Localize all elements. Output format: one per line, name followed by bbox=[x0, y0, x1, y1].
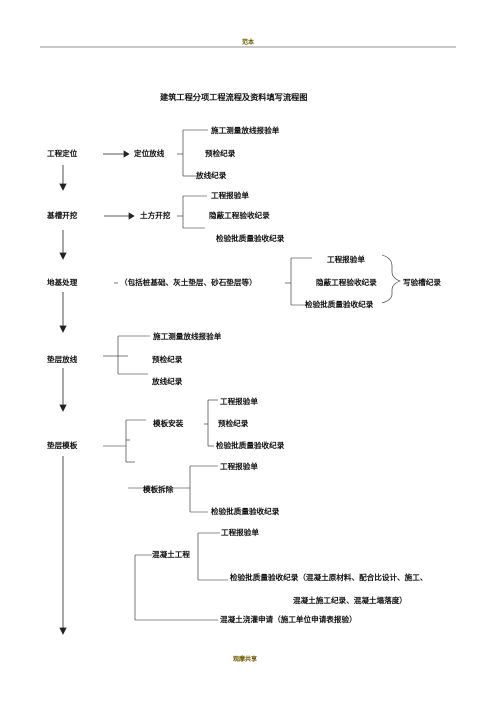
engineering-inspection-form: 工程报验单 bbox=[221, 528, 259, 537]
earthwork-excavation: 土方开挖 bbox=[140, 211, 171, 220]
pre-inspection-record: 预检纪录 bbox=[218, 419, 249, 428]
engineering-inspection-form: 工程报验单 bbox=[220, 397, 258, 406]
step-foundation-treatment: 地基处理 bbox=[47, 278, 78, 287]
setout-record: 放线纪录 bbox=[152, 377, 183, 386]
concealed-work-acceptance-record: 隐蔽工程验收纪录 bbox=[209, 211, 270, 220]
concrete-pouring-application: 混凝土浇灌申请（施工单位申请表报验） bbox=[220, 615, 357, 624]
pre-inspection-record: 预检纪录 bbox=[152, 355, 183, 364]
inspection-lot-quality-record: 检验批质量验收纪录 bbox=[216, 234, 285, 243]
engineering-inspection-form: 工程报验单 bbox=[211, 191, 249, 200]
survey-setout-inspection-form: 施工测量放线报验单 bbox=[153, 332, 222, 341]
concrete-works: 混凝土工程 bbox=[152, 550, 190, 559]
pre-inspection-record: 预检纪录 bbox=[205, 149, 236, 158]
foundation-treatment-note: （包括桩基础、灰土垫层、砂石垫层等） bbox=[120, 278, 257, 287]
survey-setout-inspection-form: 施工测量放线报验单 bbox=[211, 126, 280, 135]
concrete-construction-record: 混凝土施工纪录、混凝土塌落度） bbox=[293, 596, 407, 605]
page-title: 建筑工程分项工程流程及资料填写流程图 bbox=[160, 92, 308, 102]
concealed-work-acceptance-record: 隐蔽工程验收纪录 bbox=[316, 278, 377, 287]
inspection-lot-quality-record: 检验批质量验收纪录 bbox=[305, 300, 374, 309]
header-mark: 范本 bbox=[242, 39, 255, 46]
engineering-inspection-form: 工程报验单 bbox=[327, 255, 365, 264]
engineering-inspection-form: 工程报验单 bbox=[220, 462, 258, 471]
step-cushion-layout: 垫层放线 bbox=[47, 355, 78, 364]
inspection-lot-quality-record: 检验批质量验收纪录（混凝土原材料、配合比设计、施工、 bbox=[230, 573, 428, 582]
inspection-lot-quality-record: 检验批质量验收纪录 bbox=[216, 441, 285, 450]
step-trench-excavation: 基槽开挖 bbox=[47, 211, 78, 220]
step-cushion-formwork: 垫层模板 bbox=[47, 441, 78, 450]
footer-mark: 观摩共享 bbox=[233, 656, 258, 663]
inspection-lot-quality-record: 检验批质量验收纪录 bbox=[211, 507, 280, 516]
setout-record: 放线纪录 bbox=[196, 171, 227, 180]
positioning-setout: 定位放线 bbox=[134, 149, 165, 158]
formwork-removal: 模板拆除 bbox=[143, 485, 174, 494]
step-engineering-positioning: 工程定位 bbox=[47, 149, 78, 158]
formwork-installation: 模板安装 bbox=[153, 419, 184, 428]
trench-inspection-record: 写验槽纪录 bbox=[403, 278, 441, 287]
